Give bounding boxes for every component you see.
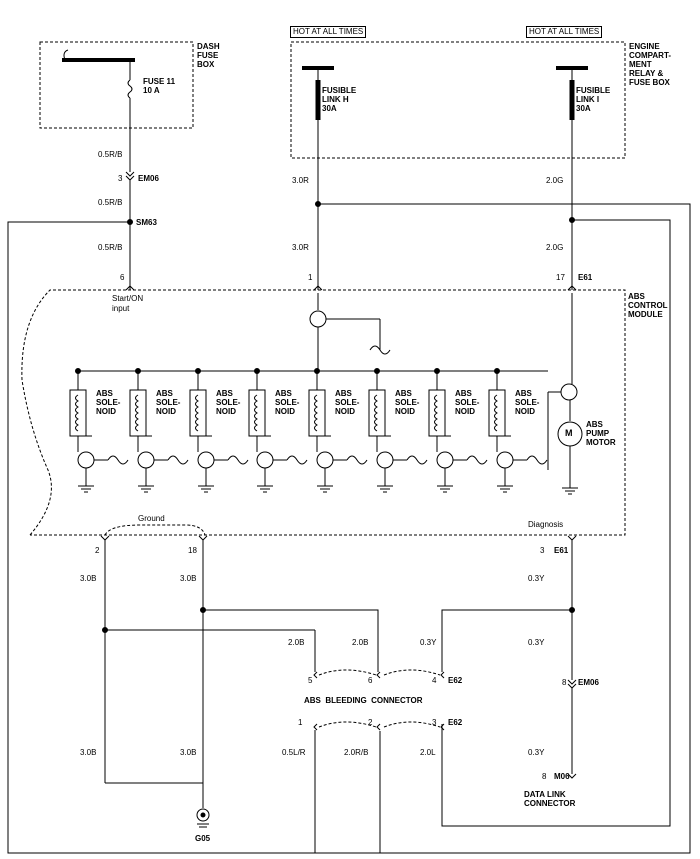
wire-label: 3.0B (180, 748, 197, 757)
connector-e62-bottom: E62 (448, 718, 463, 727)
connector-e61-bottom: E61 (554, 546, 569, 555)
abs-solenoid-label: ABS SOLE- NOID (455, 389, 480, 416)
fuse-hook (63, 49, 69, 61)
motor-symbol-letter: M (565, 428, 573, 438)
abs-control-module-border (21, 289, 626, 536)
wire-label: 3.0B (180, 574, 197, 583)
pin-number: 6 (368, 676, 373, 685)
solenoid-driver-transistor (436, 451, 454, 469)
wire-label: 3.0R (292, 243, 309, 252)
solenoid-driver-transistor (496, 451, 514, 469)
hot-label-right: HOT AT ALL TIMES (526, 26, 603, 38)
solenoid-coil (135, 394, 139, 432)
abs-pump-motor-label: ABS PUMP MOTOR (586, 420, 616, 447)
diagnosis-label: Diagnosis (528, 520, 564, 529)
wire-label: 2.0G (546, 176, 564, 185)
wire-label: 0.5L/R (282, 748, 306, 757)
wire-05rb-loop (7, 221, 381, 854)
wire-label: 2.0B (352, 638, 369, 647)
pin-number: 3 (432, 718, 437, 727)
abs-solenoid-label: ABS SOLE- NOID (96, 389, 121, 416)
solenoid-coil (195, 394, 199, 432)
connector-e61-top: E61 (578, 273, 593, 282)
wire-label: 3.0R (292, 176, 309, 185)
data-link-connector-label: DATA LINK CONNECTOR (524, 790, 576, 808)
pin-number: 17 (556, 273, 565, 282)
wire-label: 3.0B (80, 748, 97, 757)
pin-number: 3 (540, 546, 545, 555)
abs-solenoid-label: ABS SOLE- NOID (515, 389, 540, 416)
wire-label: 2.0R/B (344, 748, 369, 757)
pin-number: 8 (542, 772, 547, 781)
solenoid-driver-transistor (256, 451, 274, 469)
solenoid-group (69, 368, 548, 493)
connector-em06-top: EM06 (138, 174, 159, 183)
splice-sm63: SM63 (136, 218, 157, 227)
abs-control-module-title: ABS CONTROL MODULE (628, 292, 668, 319)
wire-label: 0.3Y (528, 574, 545, 583)
solenoid-coil (434, 394, 438, 432)
connector-m06: M06 (554, 772, 570, 781)
engine-box-title: ENGINE COMPART- MENT RELAY & FUSE BOX (629, 42, 672, 87)
pin-number: 2 (95, 546, 100, 555)
wire-label: 0.5R/B (98, 198, 123, 207)
pin-number: 1 (298, 718, 303, 727)
ground-g05-label: G05 (195, 834, 211, 843)
solenoid-coil (75, 394, 79, 432)
solenoid-coil (254, 394, 258, 432)
abs-solenoid-label: ABS SOLE- NOID (275, 389, 300, 416)
engine-box-border (290, 41, 626, 159)
pin-number: 1 (308, 273, 313, 282)
fusible-link-h-label: FUSIBLE LINK H 30A (322, 86, 357, 113)
abs-solenoid-label: ABS SOLE- NOID (335, 389, 360, 416)
fuse-11-label: FUSE 11 10 A (143, 77, 176, 95)
solenoid-driver-transistor (197, 451, 215, 469)
pin-number: 5 (308, 676, 313, 685)
em06-top-connector-symbol (125, 171, 135, 181)
hot-label-left: HOT AT ALL TIMES (290, 26, 367, 38)
solenoid-driver-transistor (316, 451, 334, 469)
solenoid-coil (314, 394, 318, 432)
pin-number: 4 (432, 676, 437, 685)
solenoid-coil (374, 394, 378, 432)
pin-number: 8 (562, 678, 567, 687)
wire-label: 0.3Y (528, 748, 545, 757)
abs-bleeding-connector-label: ABS BLEEDING CONNECTOR (304, 696, 423, 705)
abs-solenoid-label: ABS SOLE- NOID (395, 389, 420, 416)
pump-motor-transistor (560, 383, 578, 401)
dash-fuse-box-border (39, 41, 194, 129)
wire-label: 0.3Y (420, 638, 437, 647)
wire-label: 0.5R/B (98, 243, 123, 252)
connector-em06-bottom: EM06 (578, 678, 599, 687)
main-relay-transistor (309, 310, 327, 328)
solenoid-driver-transistor (376, 451, 394, 469)
wire-label: 2.0L (420, 748, 436, 757)
pin-number: 6 (120, 273, 125, 282)
start-on-input-label: Start/ON input (112, 294, 144, 313)
wire-label: 2.0B (288, 638, 305, 647)
solenoid-driver-transistor (77, 451, 95, 469)
wire-label: 2.0G (546, 243, 564, 252)
pin-number: 2 (368, 718, 373, 727)
fuse-11-symbol (127, 79, 133, 99)
fusible-link-i-label: FUSIBLE LINK I 30A (576, 86, 611, 113)
dash-fuse-box-title: DASH FUSE BOX (197, 42, 220, 69)
wire-label: 0.3Y (528, 638, 545, 647)
wire-label: 3.0B (80, 574, 97, 583)
abs-solenoid-label: ABS SOLE- NOID (156, 389, 181, 416)
pin-number: 3 (118, 174, 123, 183)
solenoid-driver-transistor (137, 451, 155, 469)
wire-label: 0.5R/B (98, 150, 123, 159)
solenoid-coil (494, 394, 498, 432)
abs-solenoid-label: ABS SOLE- NOID (216, 389, 241, 416)
ground-label: Ground (138, 514, 165, 523)
g05-ground-symbol (196, 808, 210, 822)
connector-e62-top: E62 (448, 676, 463, 685)
pin-number: 18 (188, 546, 197, 555)
